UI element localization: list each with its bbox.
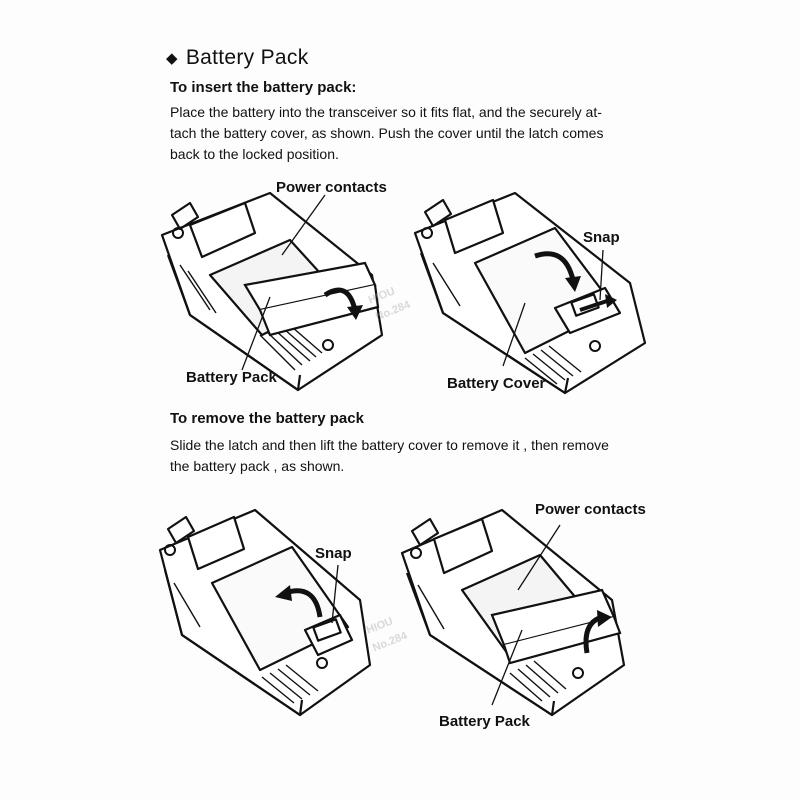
figure-lift-cover — [150, 505, 380, 720]
remove-heading: To remove the battery pack — [170, 410, 364, 427]
insert-heading: To insert the battery pack: — [170, 79, 356, 96]
figure-battery-cover — [405, 188, 655, 398]
remove-line: the battery pack , as shown. — [170, 456, 670, 477]
section-title-text: Battery Pack — [186, 46, 309, 70]
insert-instructions: Place the battery into the transceiver s… — [170, 102, 670, 165]
label-snap: Snap — [315, 545, 352, 562]
diamond-bullet-icon: ◆ — [166, 49, 178, 67]
remove-instructions: Slide the latch and then lift the batter… — [170, 435, 670, 477]
figure-remove-battery-pack — [392, 505, 652, 720]
label-battery-pack: Battery Pack — [439, 713, 530, 730]
insert-line: back to the locked position. — [170, 144, 670, 165]
figure-insert-battery-pack — [150, 185, 400, 395]
insert-line: Place the battery into the transceiver s… — [170, 102, 670, 123]
label-battery-cover: Battery Cover — [447, 375, 545, 392]
section-title: ◆ Battery Pack — [166, 46, 309, 70]
insert-line: tach the battery cover, as shown. Push t… — [170, 123, 670, 144]
label-snap: Snap — [583, 229, 620, 246]
label-battery-pack: Battery Pack — [186, 369, 277, 386]
label-power-contacts: Power contacts — [535, 501, 646, 518]
remove-line: Slide the latch and then lift the batter… — [170, 435, 670, 456]
label-power-contacts: Power contacts — [276, 179, 387, 196]
